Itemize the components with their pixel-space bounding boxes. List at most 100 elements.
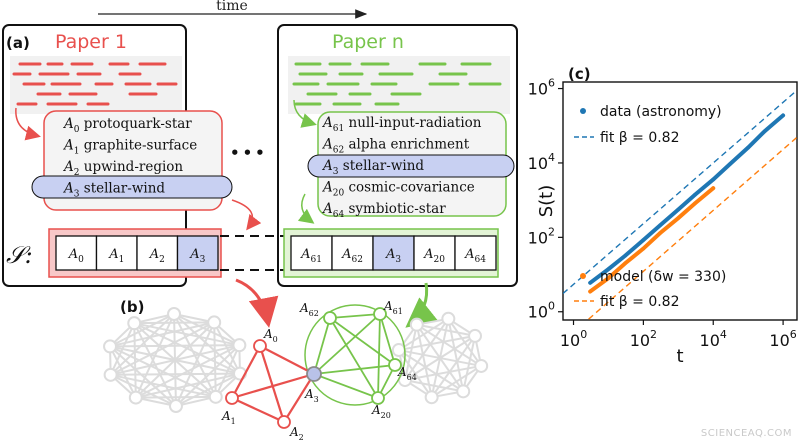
papern-concept: A64 symbiotic-star bbox=[321, 201, 446, 220]
red-edge bbox=[259, 345, 315, 375]
gray-edge bbox=[134, 322, 240, 347]
gray-edge bbox=[398, 334, 476, 352]
papers-ellipsis: ••• bbox=[230, 144, 268, 162]
green-node bbox=[323, 311, 337, 325]
sequence-right-cell bbox=[454, 235, 497, 271]
gray-node bbox=[207, 315, 222, 330]
x-tick-label: 104 bbox=[700, 328, 727, 350]
gray-edge bbox=[214, 344, 241, 398]
sequence-right-cell bbox=[413, 235, 456, 271]
series-point-0 bbox=[641, 238, 646, 242]
sequence-to-network-red-arrow bbox=[235, 278, 279, 328]
sequence-right-cell-label: A62 bbox=[341, 247, 363, 265]
sequence-right-cell-label: A3 bbox=[385, 247, 401, 265]
gray-edge bbox=[404, 324, 418, 381]
gray-node bbox=[128, 390, 143, 405]
paper1-extract-arrow bbox=[15, 107, 41, 141]
series-point-0 bbox=[658, 223, 662, 228]
green-node-label: A62 bbox=[299, 301, 319, 318]
panel-c-label: (c) bbox=[568, 65, 591, 83]
gray-edge bbox=[110, 373, 216, 398]
gray-node bbox=[441, 311, 456, 326]
series-point-0 bbox=[711, 177, 716, 182]
panel-a-label: (a) bbox=[6, 34, 30, 52]
sequence-left-cell-label: A3 bbox=[189, 247, 205, 265]
green-cluster-ring bbox=[304, 304, 406, 406]
paper1-to-sequence-arrow bbox=[231, 199, 262, 231]
gray-edge bbox=[110, 344, 240, 348]
red-node-label: A3 bbox=[304, 387, 319, 404]
gray-edge bbox=[416, 323, 476, 337]
gray-edge bbox=[109, 313, 175, 376]
gray-node bbox=[208, 389, 223, 404]
gray-node bbox=[391, 343, 406, 358]
series-point-0 bbox=[588, 281, 592, 285]
papern-frame bbox=[277, 24, 518, 287]
red-node bbox=[277, 415, 291, 429]
papern-extract-arrow bbox=[293, 99, 317, 128]
green-edge bbox=[329, 317, 379, 399]
gray-node bbox=[168, 398, 183, 413]
gray-edge bbox=[430, 335, 476, 398]
red-node bbox=[253, 339, 267, 353]
sequence-right-cell-label: A20 bbox=[423, 247, 445, 265]
papern-text-block bbox=[288, 56, 510, 114]
x-tick-label: 100 bbox=[560, 328, 587, 350]
gray-edge bbox=[175, 321, 216, 407]
paper1-highlight-a3 bbox=[31, 175, 233, 199]
green-edge bbox=[313, 313, 381, 375]
gray-edge bbox=[398, 317, 449, 351]
gray-node bbox=[456, 384, 471, 399]
sequence-left-cell bbox=[176, 235, 219, 271]
series-point-2 bbox=[658, 231, 662, 235]
green-edge bbox=[313, 364, 396, 375]
series-point-2 bbox=[641, 246, 646, 251]
gray-edge bbox=[213, 322, 217, 397]
gray-node bbox=[103, 367, 118, 382]
red-edge bbox=[231, 397, 285, 423]
green-node-label: A20 bbox=[371, 403, 391, 420]
y-tick-label: 104 bbox=[528, 151, 555, 173]
gray-edge bbox=[462, 335, 476, 392]
red-edge bbox=[258, 345, 286, 423]
series-point-0 bbox=[693, 192, 697, 197]
gray-edge bbox=[109, 321, 215, 348]
sequence-right-cell bbox=[372, 235, 415, 271]
legend-fit-model: fit β = 0.82 bbox=[600, 294, 680, 310]
y-axis-label: S(t) bbox=[536, 185, 557, 218]
x-tick-label: 106 bbox=[769, 328, 796, 350]
green-node bbox=[373, 307, 387, 321]
series-point-0 bbox=[763, 129, 767, 133]
green-node-label: A61 bbox=[383, 299, 403, 316]
time-label: time bbox=[216, 0, 248, 14]
gray-node bbox=[103, 339, 118, 354]
red-node bbox=[225, 391, 239, 405]
gray-node bbox=[127, 316, 142, 331]
series-point-0 bbox=[606, 267, 611, 271]
gray-node bbox=[167, 307, 182, 322]
papern-concept: A3 stellar-wind bbox=[321, 158, 424, 177]
series-point-2 bbox=[711, 186, 716, 190]
green-edge bbox=[313, 373, 379, 399]
legend-fit-data: fit β = 0.82 bbox=[600, 130, 680, 146]
series-point-0 bbox=[676, 207, 681, 212]
panel-b-label: (b) bbox=[120, 298, 144, 316]
green-edge bbox=[329, 313, 381, 319]
x-tick-label: 102 bbox=[630, 328, 657, 350]
papern-concept: A61 null-input-radiation bbox=[321, 115, 482, 134]
gray-edge bbox=[133, 323, 137, 398]
gray-network-left bbox=[103, 307, 247, 413]
gray-edge bbox=[109, 313, 175, 348]
legend-data-marker bbox=[580, 108, 586, 114]
green-node bbox=[371, 391, 385, 405]
gray-edge bbox=[109, 322, 136, 376]
red-node-label: A2 bbox=[289, 425, 304, 442]
paper1-concept: A3 stellar-wind bbox=[62, 181, 165, 200]
gray-edge bbox=[135, 372, 241, 399]
